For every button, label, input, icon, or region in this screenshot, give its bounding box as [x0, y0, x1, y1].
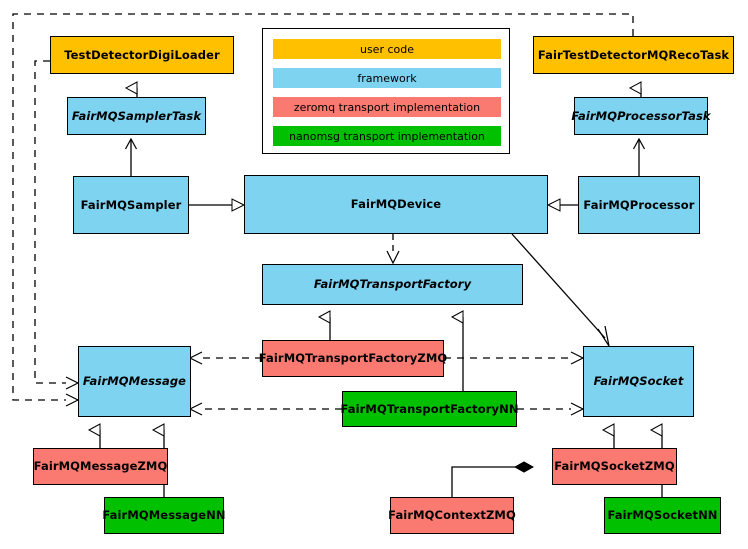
- edge-sampler-to-device-arrowhead: [231, 198, 246, 212]
- edge-tfnn-to-socket-arrowhead: [570, 402, 585, 416]
- class-node-FairMQProcessorTask[interactable]: FairMQProcessorTask: [571, 97, 711, 135]
- class-node-FairMQTransportFactory[interactable]: FairMQTransportFactory: [262, 264, 523, 305]
- class-node-FairMQProcessor[interactable]: FairMQProcessor: [578, 176, 700, 234]
- legend-item-framework: framework: [273, 68, 501, 88]
- edge-recotask-to-message-arrowhead: [65, 393, 80, 407]
- edge-recotask-to-message: [12, 13, 634, 401]
- class-node-FairMQContextZMQ[interactable]: FairMQContextZMQ: [388, 497, 516, 534]
- edge-device-to-transportfactory-arrowhead: [386, 250, 400, 265]
- edge-tfzmq-to-message-arrowhead: [188, 351, 203, 365]
- class-node-FairTestDetectorMQRecoTask[interactable]: FairTestDetectorMQRecoTask: [533, 36, 734, 74]
- edge-tfnn-to-message-arrowhead: [188, 402, 203, 416]
- class-node-FairMQMessage[interactable]: FairMQMessage: [78, 346, 191, 417]
- edge-digiloader-to-message: [34, 60, 66, 384]
- class-node-FairMQSamplerTask[interactable]: FairMQSamplerTask: [67, 97, 206, 135]
- class-node-FairMQTransportFactoryNN[interactable]: FairMQTransportFactoryNN: [340, 391, 518, 427]
- edge-device-to-socket: [511, 233, 606, 339]
- class-node-FairMQMessageNN[interactable]: FairMQMessageNN: [102, 497, 226, 534]
- class-node-FairMQDevice[interactable]: FairMQDevice: [244, 175, 548, 234]
- class-node-FairMQSocketZMQ[interactable]: FairMQSocketZMQ: [552, 448, 677, 485]
- legend-item-zeromq: zeromq transport implementation: [273, 97, 501, 117]
- class-node-FairMQSocket[interactable]: FairMQSocket: [583, 346, 694, 417]
- edge-digiloader-to-message-arrowhead: [65, 376, 80, 390]
- class-node-TestDetectorDigiLoader[interactable]: TestDetectorDigiLoader: [50, 36, 234, 74]
- class-node-FairMQTransportFactoryZMQ[interactable]: FairMQTransportFactoryZMQ: [259, 340, 447, 377]
- edge-tfzmq-to-socket-arrowhead: [570, 351, 585, 365]
- class-node-FairMQSocketNN[interactable]: FairMQSocketNN: [604, 497, 721, 534]
- edge-processor-to-device-arrowhead: [546, 198, 561, 212]
- legend-panel: user code framework zeromq transport imp…: [262, 28, 510, 154]
- class-node-FairMQSampler[interactable]: FairMQSampler: [73, 176, 189, 234]
- legend-item-user-code: user code: [273, 39, 501, 59]
- edge-contextzmq-to-socketzmq: [451, 467, 533, 497]
- class-node-FairMQMessageZMQ[interactable]: FairMQMessageZMQ: [33, 448, 168, 485]
- legend-item-nanomsg: nanomsg transport implementation: [273, 126, 501, 146]
